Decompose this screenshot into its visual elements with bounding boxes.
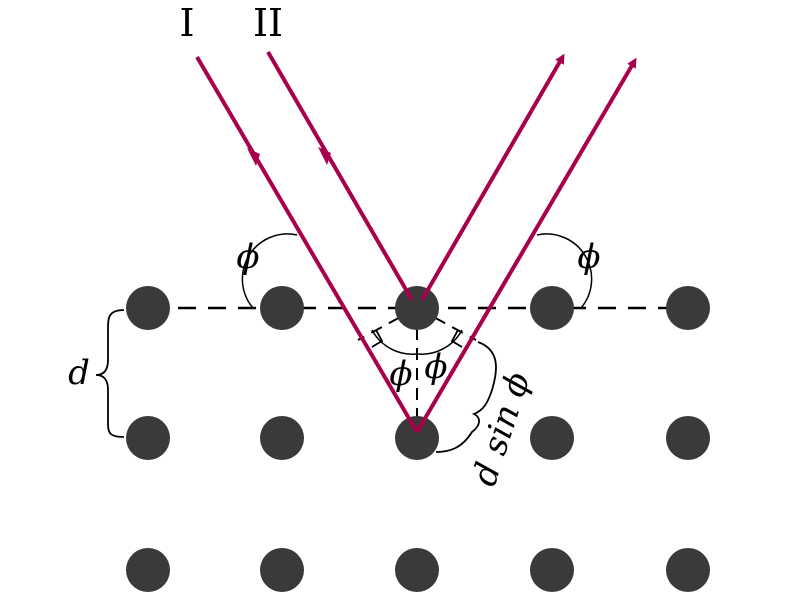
- reflected-ray-1: [415, 57, 637, 434]
- atom: [530, 416, 574, 460]
- d-spacing-brace: [95, 309, 125, 438]
- phi-label-inner-left: ϕ: [389, 354, 412, 394]
- atom: [666, 416, 710, 460]
- reflected-ray-2: [420, 53, 565, 302]
- angle-arc-inner-right: [416, 329, 463, 355]
- atom: [666, 548, 710, 592]
- atom: [260, 416, 304, 460]
- atom: [666, 286, 710, 330]
- atom: [260, 548, 304, 592]
- atom: [260, 286, 304, 330]
- incident-ray-2-arrow: [318, 147, 331, 165]
- angle-arc-left-top: [241, 233, 298, 309]
- atom: [395, 286, 439, 330]
- incident-ray-1: [195, 55, 419, 434]
- path-difference-brace: [435, 341, 497, 453]
- incident-ray-2: [266, 50, 414, 302]
- phi-label-inner-right: ϕ: [424, 347, 447, 387]
- angle-arc-inner-left: [371, 329, 418, 355]
- incident-ray-1-arrow: [247, 148, 260, 166]
- atom: [395, 416, 439, 460]
- right-angle-mark-right: [450, 329, 463, 348]
- phi-label-left: ϕ: [236, 237, 259, 277]
- atom: [126, 286, 170, 330]
- atom: [395, 548, 439, 592]
- angle-arc-right-top: [536, 233, 593, 309]
- d-spacing-label: d: [68, 353, 90, 393]
- atom: [530, 548, 574, 592]
- right-angle-mark-left: [371, 329, 384, 348]
- ray-2-label: II: [253, 1, 283, 45]
- atom: [126, 416, 170, 460]
- atom: [126, 548, 170, 592]
- lattice-atoms: [126, 286, 710, 592]
- phi-label-right: ϕ: [577, 237, 600, 277]
- atom: [530, 286, 574, 330]
- ray-1-label: I: [179, 1, 194, 45]
